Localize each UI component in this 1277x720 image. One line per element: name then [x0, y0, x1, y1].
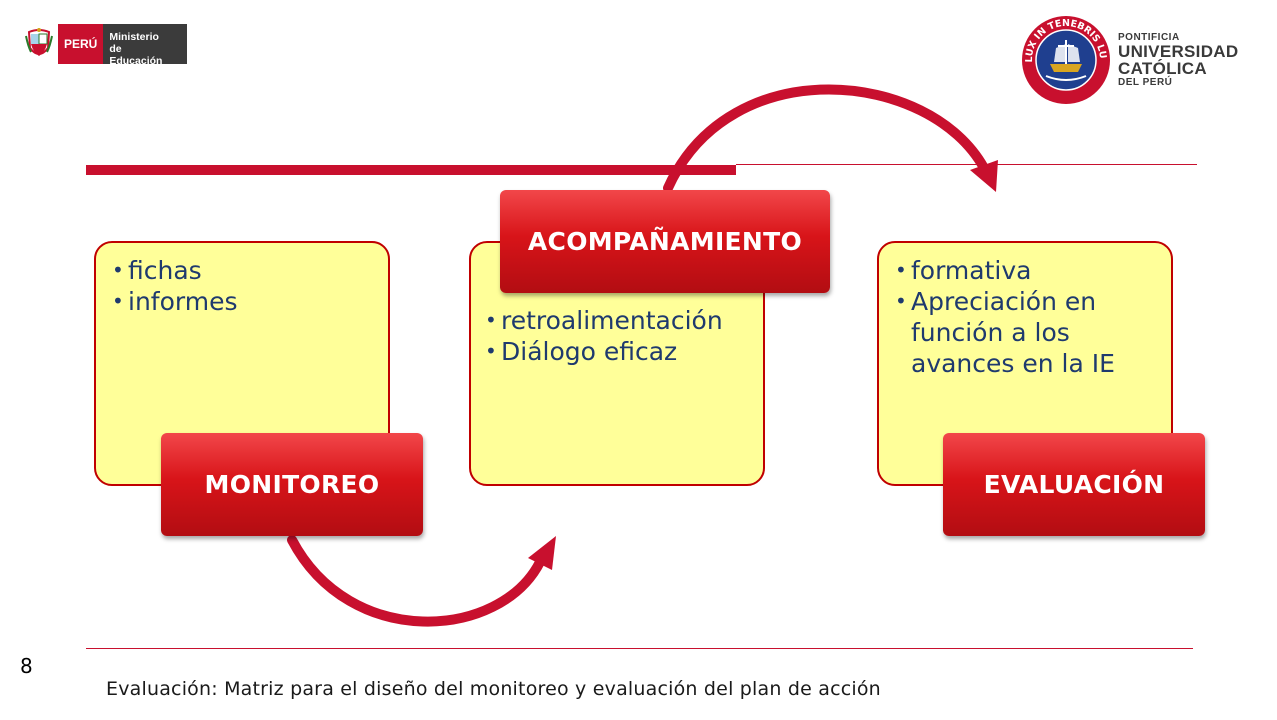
page-number: 8: [20, 654, 33, 678]
stage-list-evaluacion: formativa Apreciación en función a los a…: [889, 255, 1161, 379]
arrow-acompanamiento-to-evaluacion: [663, 84, 989, 193]
pucp-line-1: PONTIFICIA: [1118, 32, 1180, 43]
minedu-logo: PERÚ Ministerio de Educación: [24, 24, 188, 67]
list-item: Diálogo eficaz: [479, 336, 755, 367]
pucp-logo: ET LUX IN TENEBRIS LUCET PONTIFICIA UNIV…: [1020, 14, 1238, 106]
pucp-wordmark: PONTIFICIA UNIVERSIDAD CATÓLICA DEL PERÚ: [1118, 32, 1238, 88]
footer-caption: Evaluación: Matriz para el diseño del mo…: [106, 678, 881, 700]
pucp-line-2: UNIVERSIDAD: [1118, 42, 1239, 61]
peru-shield-icon: [24, 24, 54, 64]
bottom-divider: [86, 648, 1193, 649]
list-item: informes: [106, 286, 378, 317]
pucp-line-3: CATÓLICA: [1118, 59, 1207, 78]
top-thick-divider: [86, 165, 736, 175]
arrowhead-up-icon: [528, 536, 556, 570]
arrow-monitoreo-to-acompanamiento: [287, 535, 545, 627]
peru-label: PERÚ: [58, 24, 104, 64]
label-monitoreo: MONITOREO: [161, 433, 423, 536]
list-item: fichas: [106, 255, 378, 286]
label-acompanamiento: ACOMPAÑAMIENTO: [500, 190, 830, 293]
pucp-seal-icon: ET LUX IN TENEBRIS LUCET: [1020, 14, 1110, 104]
list-item: Apreciación en función a los avances en …: [889, 286, 1161, 379]
top-thin-divider: [736, 164, 1197, 165]
ministry-line-1: Ministerio: [109, 31, 159, 43]
stage-list-monitoreo: fichas informes: [106, 255, 378, 317]
pucp-line-4: DEL PERÚ: [1118, 77, 1173, 88]
ministry-label: Ministerio de Educación: [103, 24, 188, 67]
label-evaluacion: EVALUACIÓN: [943, 433, 1205, 536]
list-item: formativa: [889, 255, 1161, 286]
arrowhead-down-icon: [970, 160, 998, 192]
stage-list-acompanamiento: retroalimentación Diálogo eficaz: [479, 305, 755, 367]
ministry-line-2: de Educación: [109, 43, 163, 67]
list-item: retroalimentación: [479, 305, 755, 336]
